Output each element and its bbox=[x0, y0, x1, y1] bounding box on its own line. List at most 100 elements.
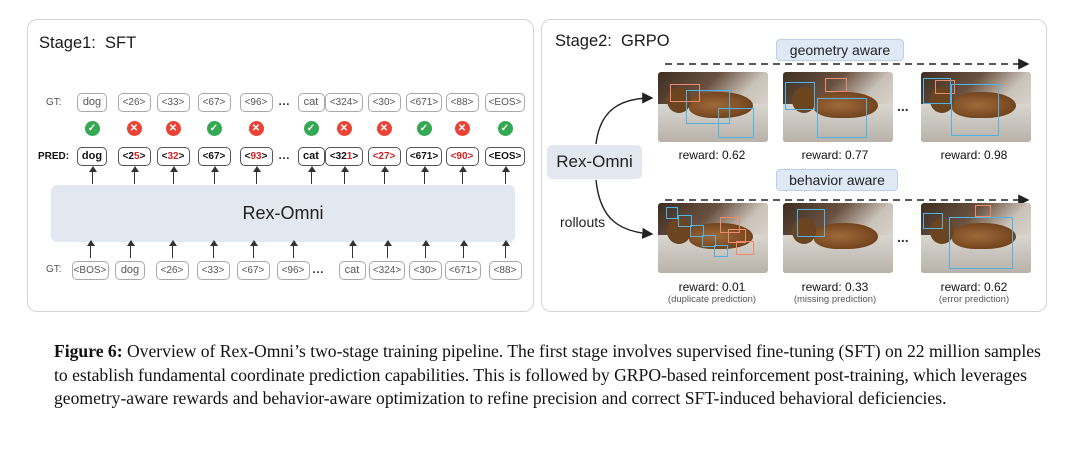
bounding-box bbox=[728, 229, 746, 243]
gt-row-label: GT: bbox=[46, 97, 62, 108]
input-token: <26> bbox=[155, 261, 189, 280]
cross-icon: ✕ bbox=[336, 121, 352, 136]
output-arrow bbox=[501, 166, 510, 184]
bounding-box bbox=[736, 241, 754, 255]
bounding-box bbox=[678, 215, 692, 227]
geometry-reward-2: reward: 0.77 bbox=[801, 148, 869, 162]
input-token: <671> bbox=[445, 261, 481, 280]
bounding-box bbox=[720, 217, 740, 233]
bounding-box bbox=[686, 90, 730, 124]
input-arrow bbox=[501, 240, 510, 258]
pred-token: <671> bbox=[406, 147, 442, 166]
bounding-box bbox=[825, 78, 847, 92]
pred-token: <90> bbox=[445, 147, 479, 166]
output-arrow bbox=[210, 166, 219, 184]
dog-photo-thumbnail bbox=[658, 203, 768, 273]
output-arrow bbox=[458, 166, 467, 184]
input-token: <33> bbox=[196, 261, 230, 280]
pred-token: dog bbox=[77, 147, 107, 166]
output-arrow bbox=[307, 166, 316, 184]
check-icon: ✓ bbox=[416, 121, 432, 136]
behavior-note-3: (error prediction) bbox=[938, 294, 1010, 305]
curve-to-geometry bbox=[595, 92, 654, 145]
input-token: cat bbox=[338, 261, 366, 280]
bounding-box bbox=[718, 108, 754, 138]
output-arrow bbox=[340, 166, 349, 184]
pred-token: <93> bbox=[239, 147, 273, 166]
dog-photo-thumbnail bbox=[783, 203, 893, 273]
gt-token: <30> bbox=[367, 93, 401, 112]
input-ellipsis: … bbox=[312, 262, 324, 276]
bounding-box bbox=[949, 217, 1013, 269]
pred-token: <27> bbox=[367, 147, 401, 166]
pred-token: <25> bbox=[117, 147, 151, 166]
dog-photo-thumbnail bbox=[921, 203, 1031, 273]
input-arrow bbox=[249, 240, 258, 258]
pred-token: cat bbox=[297, 147, 325, 166]
bounding-box bbox=[670, 84, 700, 102]
gt-token: <96> bbox=[239, 93, 273, 112]
input-token: <88> bbox=[488, 261, 522, 280]
bounding-box bbox=[714, 245, 728, 257]
input-arrow bbox=[348, 240, 357, 258]
stage2-title: Stage2: GRPO bbox=[555, 32, 670, 50]
gt-token: <EOS> bbox=[485, 93, 525, 112]
check-icon: ✓ bbox=[84, 121, 100, 136]
behavior-ellipsis: ... bbox=[897, 229, 909, 245]
rex-omni-policy-box: Rex-Omni bbox=[547, 145, 642, 179]
input-arrow bbox=[421, 240, 430, 258]
pred-token: <EOS> bbox=[485, 147, 525, 166]
gt-token: <33> bbox=[156, 93, 190, 112]
input-token: <324> bbox=[369, 261, 405, 280]
gt-token: <324> bbox=[325, 93, 363, 112]
bounding-box bbox=[666, 207, 678, 219]
behavior-aware-tag: behavior aware bbox=[776, 169, 898, 191]
cross-icon: ✕ bbox=[248, 121, 264, 136]
behavior-reward-3: reward: 0.62 bbox=[940, 280, 1008, 294]
caption-label: Figure 6: bbox=[54, 341, 123, 361]
input-arrow bbox=[209, 240, 218, 258]
bounding-box bbox=[797, 209, 825, 237]
input-token: dog bbox=[115, 261, 145, 280]
pred-row-label: PRED: bbox=[38, 151, 70, 162]
input-token: <30> bbox=[408, 261, 442, 280]
bounding-box bbox=[690, 225, 704, 237]
gt-token: <671> bbox=[406, 93, 442, 112]
geometry-reward-3: reward: 0.98 bbox=[940, 148, 1008, 162]
output-arrow bbox=[88, 166, 97, 184]
bounding-box bbox=[785, 82, 815, 110]
input-arrow bbox=[126, 240, 135, 258]
rex-omni-model-box: Rex-Omni bbox=[51, 185, 515, 242]
behavior-reward-2: reward: 0.33 bbox=[801, 280, 869, 294]
input-token: <96> bbox=[276, 261, 310, 280]
behavior-reward-1: reward: 0.01 bbox=[678, 280, 746, 294]
pred-ellipsis: … bbox=[278, 148, 290, 162]
output-arrow bbox=[252, 166, 261, 184]
cross-icon: ✕ bbox=[454, 121, 470, 136]
input-arrow bbox=[289, 240, 298, 258]
output-arrow bbox=[130, 166, 139, 184]
pred-token: <321> bbox=[325, 147, 363, 166]
bounding-box bbox=[935, 80, 955, 94]
cross-icon: ✕ bbox=[165, 121, 181, 136]
check-icon: ✓ bbox=[206, 121, 222, 136]
behavior-note-2: (missing prediction) bbox=[793, 294, 877, 305]
gt-token: dog bbox=[77, 93, 107, 112]
dog-photo-thumbnail bbox=[921, 72, 1031, 142]
bounding-box bbox=[975, 205, 991, 217]
check-icon: ✓ bbox=[303, 121, 319, 136]
pred-token: <32> bbox=[156, 147, 190, 166]
gt-token: <88> bbox=[445, 93, 479, 112]
rollouts-label: rollouts bbox=[560, 214, 606, 230]
bounding-box bbox=[702, 235, 716, 247]
behavior-note-1: (duplicate prediction) bbox=[667, 294, 757, 305]
input-token: <BOS> bbox=[71, 261, 109, 280]
bounding-box bbox=[951, 84, 999, 136]
input-arrow bbox=[383, 240, 392, 258]
stage2-connectors bbox=[595, 58, 1030, 239]
cross-icon: ✕ bbox=[376, 121, 392, 136]
input-token: <67> bbox=[236, 261, 270, 280]
gt-ellipsis: … bbox=[278, 94, 290, 108]
figure-caption: Figure 6: Overview of Rex-Omni’s two-sta… bbox=[54, 340, 1044, 411]
gt-input-row-label: GT: bbox=[46, 264, 62, 275]
